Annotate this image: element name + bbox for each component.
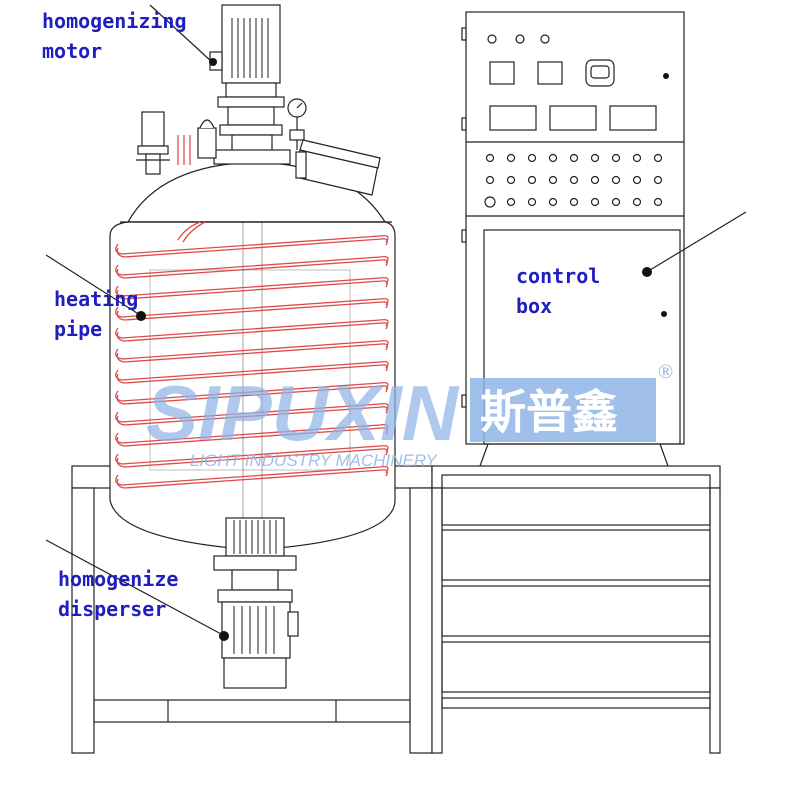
heating-coil-turn [115,339,389,363]
heating-coil-turn [115,234,389,258]
watermark: SIPUXIN 斯普鑫 ® LIGHT INDUSTRY MACHINERY [146,361,673,470]
watermark-brand: SIPUXIN [146,369,460,457]
heating-coil-turn [115,276,389,300]
watermark-tagline: LIGHT INDUSTRY MACHINERY [190,451,439,470]
control-button [632,175,642,185]
control-button [632,197,642,207]
label-heating-pipe-line2: pipe [54,317,102,341]
watermark-chinese-box [470,378,656,442]
control-button [484,196,496,208]
heating-coil-turn [115,318,389,342]
control-buttons [484,153,663,208]
control-button [569,153,579,163]
control-button [590,175,600,185]
control-button [569,197,579,207]
heating-coil-turn [115,465,389,489]
control-button [569,175,579,185]
control-button [632,153,642,163]
control-button [590,197,600,207]
control-button [611,153,621,163]
top-fittings [136,4,381,196]
control-button [506,197,516,207]
control-button [653,175,663,185]
control-button [506,153,516,163]
control-button [548,197,558,207]
heating-coil-turn [115,381,389,405]
mixing-vessel [109,161,396,551]
label-homogenizing-motor-line2: motor [42,39,102,63]
control-button [653,153,663,163]
control-button [653,197,663,207]
control-button [485,175,495,185]
heating-coil-turn [115,297,389,321]
component-labels: homogenizing motor heating pipe control … [42,9,600,621]
control-button [527,197,537,207]
heating-coil-turn [115,360,389,384]
control-button [548,153,558,163]
control-button [548,175,558,185]
control-button [611,197,621,207]
control-box [461,11,685,467]
watermark-chinese: 斯普鑫 [480,385,618,439]
label-control-box-line2: box [516,294,552,318]
control-button [527,153,537,163]
bottom-homogenizer [213,517,299,689]
heating-coil-turn [115,423,389,447]
leader-lines [45,4,747,641]
label-heating-pipe-line1: heating [54,287,138,311]
control-button [590,153,600,163]
right-cabinet-stand [431,465,721,754]
label-homogenize-disperser-line2: disperser [58,597,166,621]
label-control-box-line1: control [516,264,600,288]
control-button [485,153,495,163]
control-button [506,175,516,185]
control-button [611,175,621,185]
label-homogenizing-motor-line1: homogenizing [42,9,187,33]
heating-coil-turn [115,255,389,279]
watermark-registered: ® [658,361,673,383]
heating-coil-turn [115,402,389,426]
control-button [527,175,537,185]
heating-coil-turn [115,444,389,468]
label-homogenize-disperser-line1: homogenize [58,567,178,591]
heating-coil [115,234,389,489]
